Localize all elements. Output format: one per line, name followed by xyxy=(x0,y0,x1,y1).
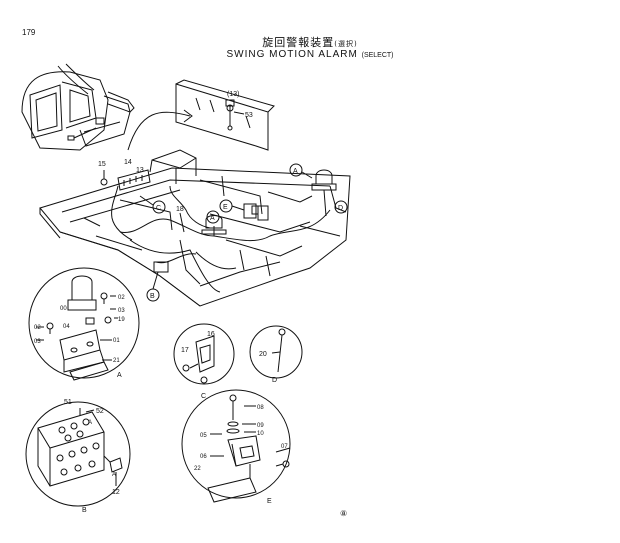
label-53: 53 xyxy=(245,112,253,119)
inset-arrow xyxy=(127,111,191,151)
label-08: 08 xyxy=(257,405,264,411)
upper-detail xyxy=(175,79,275,151)
detail-d-caption: D xyxy=(272,377,277,384)
label-15: 15 xyxy=(98,161,106,168)
title-english: SWING MOTION ALARM (SELECT) xyxy=(0,49,620,60)
title-jp-sub: (選択) xyxy=(334,40,358,48)
label-52: 52 xyxy=(96,408,104,415)
cab-inset xyxy=(21,63,135,151)
label-09: 09 xyxy=(257,423,264,429)
label-14: 14 xyxy=(124,159,132,166)
title-jp-main: 旋回警報装置 xyxy=(262,36,335,49)
callout-c-label: C xyxy=(156,205,161,212)
label-06: 06 xyxy=(200,454,207,460)
label-10: 10 xyxy=(257,431,264,437)
callout-a-mid-label: A xyxy=(210,215,215,222)
label-b-a2: A xyxy=(112,472,116,478)
callout-c xyxy=(139,195,166,214)
label-a-04: 04 xyxy=(63,324,70,330)
title-en-main: SWING MOTION ALARM xyxy=(226,49,358,60)
label-a-03: 03 xyxy=(118,308,125,314)
detail-e-caption: E xyxy=(267,498,272,505)
label-a-02b: 02 xyxy=(34,325,41,331)
label-22: 22 xyxy=(194,466,201,472)
label-a-02: 02 xyxy=(118,295,125,301)
detail-a-caption: A xyxy=(117,372,122,379)
callout-a-mid xyxy=(206,210,220,224)
label-a-01: 01 xyxy=(113,338,120,344)
chassis xyxy=(39,149,351,307)
label-16: 16 xyxy=(207,331,215,338)
label-13-paren: (13) xyxy=(227,91,239,98)
label-a-00: 00 xyxy=(60,306,67,312)
label-a-21: 21 xyxy=(113,358,120,364)
label-b-a1: A xyxy=(88,420,92,426)
label-05: 05 xyxy=(200,433,207,439)
label-18: 18 xyxy=(176,206,184,213)
footer-mark: ⑧ xyxy=(340,509,348,518)
callout-a-top-label: A xyxy=(293,168,298,175)
title-japanese: 旋回警報装置(選択) xyxy=(0,34,620,50)
label-13: 13 xyxy=(136,167,144,174)
callout-a-top xyxy=(289,163,313,179)
label-a-19: 19 xyxy=(118,317,125,323)
label-12: 12 xyxy=(112,489,120,496)
label-51: 51 xyxy=(64,399,72,406)
callout-d-label: D xyxy=(338,205,343,212)
callout-b-label: B xyxy=(150,293,155,300)
detail-c xyxy=(173,323,235,385)
callout-e xyxy=(219,199,245,213)
page-number: 179 xyxy=(22,28,36,37)
callout-d xyxy=(334,200,348,214)
detail-c-caption: C xyxy=(201,393,206,400)
label-17: 17 xyxy=(181,347,189,354)
detail-d xyxy=(249,325,303,379)
callout-b xyxy=(146,271,160,302)
detail-a xyxy=(28,267,140,381)
detail-b xyxy=(25,401,131,507)
detail-e xyxy=(181,389,291,503)
label-20: 20 xyxy=(259,351,267,358)
title-en-sub: (SELECT) xyxy=(361,52,394,59)
detail-b-caption: B xyxy=(82,507,87,514)
label-a-03b: 03 xyxy=(34,339,41,345)
callout-e-label: E xyxy=(223,204,228,211)
label-07: 07 xyxy=(281,444,288,450)
